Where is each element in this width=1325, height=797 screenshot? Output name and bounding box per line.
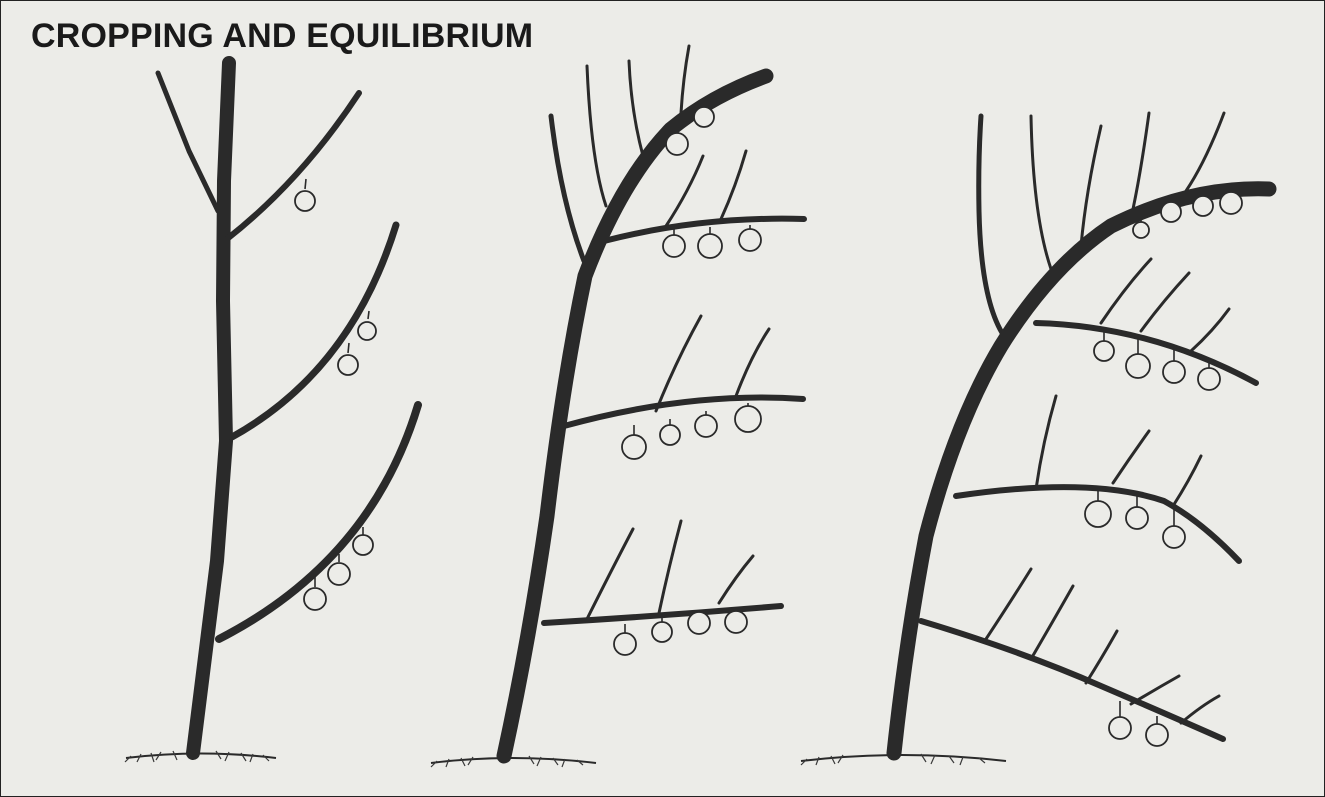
fruit: [688, 612, 710, 634]
twig: [1113, 431, 1149, 483]
twig: [719, 556, 753, 603]
tree-trunk: [158, 73, 218, 211]
fruit: [698, 227, 722, 258]
fruit: [1126, 336, 1150, 378]
twig: [1036, 396, 1056, 489]
fruit: [663, 229, 685, 257]
twig: [1031, 586, 1073, 659]
twig: [666, 156, 703, 226]
tree-trunk: [504, 76, 766, 756]
twig: [721, 151, 746, 219]
twig: [1186, 113, 1224, 191]
fruit: [739, 225, 761, 251]
fruit: [295, 179, 315, 211]
twig: [1086, 631, 1117, 683]
fruit: [1109, 701, 1131, 739]
tree-branch: [921, 621, 1223, 739]
twig: [1031, 116, 1051, 269]
fruit: [1085, 487, 1111, 527]
fruit: [694, 107, 714, 127]
tree-leaning: [431, 46, 804, 767]
twig: [1181, 696, 1219, 723]
twig: [1141, 273, 1189, 331]
fruit: [666, 133, 688, 155]
ground-tuft: [431, 756, 596, 767]
fruit: [1094, 331, 1114, 361]
twig: [736, 329, 769, 396]
fruit: [695, 411, 717, 437]
fruit: [338, 343, 358, 375]
ground-tuft: [125, 751, 276, 762]
twig: [586, 529, 633, 621]
fruit: [622, 425, 646, 459]
tree-branch: [564, 398, 803, 426]
twig: [656, 316, 701, 411]
fruit: [1220, 191, 1242, 214]
twig: [659, 521, 681, 613]
tree-trunk: [894, 189, 1269, 753]
fruit: [660, 419, 680, 445]
twig: [1133, 113, 1149, 209]
fruit: [652, 618, 672, 642]
fruit: [1146, 716, 1168, 746]
tree-bent: [801, 113, 1269, 765]
twig: [1131, 676, 1179, 704]
twig: [681, 46, 689, 113]
twig: [629, 61, 643, 156]
twig: [587, 66, 606, 206]
tree-upright: [125, 63, 418, 762]
twig: [1101, 259, 1151, 323]
fruit: [735, 403, 761, 432]
twig: [986, 569, 1031, 639]
tree-branch: [227, 93, 359, 239]
tree-trunk: [979, 116, 1004, 336]
fruit: [614, 624, 636, 655]
tree-trunk: [551, 116, 584, 261]
twig: [1191, 309, 1229, 351]
ground-tuft: [801, 754, 1006, 765]
twig: [1173, 456, 1201, 506]
